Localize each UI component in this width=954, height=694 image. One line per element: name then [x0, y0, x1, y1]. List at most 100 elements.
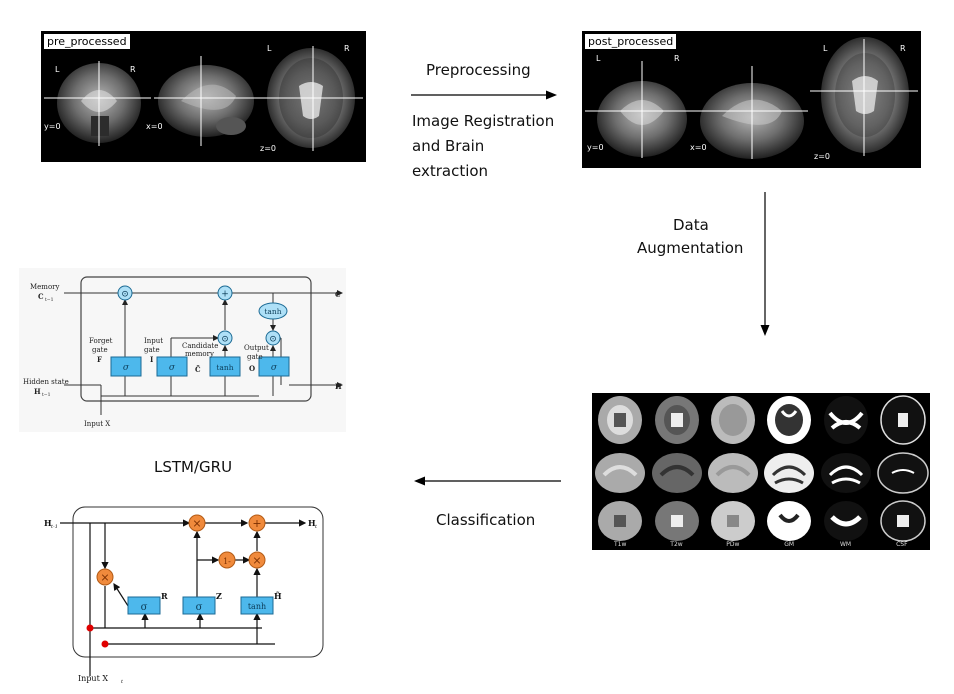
r-gate-label: R [161, 591, 168, 601]
post-l2-label: L [823, 44, 828, 53]
gru-h-output-label: H [308, 518, 316, 528]
hidden-state-label: Hidden state [23, 378, 69, 386]
atlas-column-label: WM [839, 541, 852, 548]
lstm-diagram: ⊙ + ⊙ ⊙ tanh σ σ tanh σ Memory C t−1 For… [19, 268, 346, 432]
memory-symbol: C [38, 292, 44, 301]
one-minus-symbol: 1- [223, 557, 231, 566]
tanh-label: tanh [264, 307, 281, 316]
input-symbol: I [150, 355, 153, 364]
junction-dot-icon [86, 624, 94, 632]
post-r2-label: R [900, 44, 906, 53]
update-gate-box [182, 596, 216, 615]
pre-processed-slices [44, 46, 363, 151]
sigma-label: σ [141, 602, 148, 613]
forget-symbol: F [97, 355, 102, 364]
odot-symbol: ⊙ [221, 335, 229, 345]
pre-z-label: z=0 [260, 144, 276, 153]
candidate-multiply-icon [248, 551, 266, 569]
input-gate-box [156, 356, 188, 377]
output-gate-label-1: Output [244, 344, 269, 352]
pre-y-label: y=0 [44, 122, 61, 131]
gru-cell-svg: × + × 1- × σ σ tanh H t-1 H t R Z H̃ Inp… [44, 506, 324, 685]
tanh-label: tanh [216, 363, 233, 372]
post-r-label: R [674, 54, 680, 63]
plus-symbol: + [221, 290, 229, 300]
model-label: LSTM/GRU [154, 458, 233, 476]
candidate-label-1: Candidate [182, 342, 218, 350]
pre-l-label: L [55, 65, 60, 74]
hidden-subscript: t−1 [42, 392, 51, 398]
preprocessing-label: Preprocessing [426, 61, 531, 79]
candidate-tanh-box [240, 596, 274, 615]
post-processed-slices [585, 37, 918, 159]
post-x-label: x=0 [690, 143, 707, 152]
tanh-ellipse [258, 302, 288, 320]
gru-input-subscript: t [121, 679, 124, 685]
post-processed-mri-panel: post_processed L R L R y=0 x=0 z=0 [582, 31, 921, 168]
z-gate-label: Z [216, 591, 222, 601]
memory-add-icon [217, 285, 233, 301]
lstm-cell-border [80, 276, 312, 402]
odot-symbol: ⊙ [121, 290, 129, 300]
output-multiply-icon [265, 330, 281, 346]
post-l-label: L [596, 54, 601, 63]
times-symbol: × [192, 517, 201, 530]
pre-processed-tag: pre_processed [44, 34, 130, 49]
augmentation-label-2: Augmentation [637, 239, 744, 257]
post-z-label: z=0 [814, 152, 830, 161]
forget-multiply-icon [117, 285, 133, 301]
sigma-label: σ [123, 363, 130, 373]
atlas-column-label: PDw [726, 541, 740, 548]
gru-cell-border [72, 506, 324, 658]
output-add-icon [248, 514, 266, 532]
pre-r2-label: R [344, 44, 350, 53]
gru-diagram: × + × 1- × σ σ tanh H t-1 H t R Z H̃ Inp… [40, 504, 330, 688]
sigma-label: σ [169, 363, 176, 373]
times-symbol: × [252, 554, 261, 567]
down-arrow-icon [760, 325, 770, 336]
sigma-label: σ [271, 363, 278, 373]
atlas-column-label: T2w [670, 541, 683, 548]
odot-symbol: ⊙ [269, 335, 277, 345]
pre-x-label: x=0 [146, 122, 163, 131]
output-gate-label-2: gate [247, 353, 263, 361]
forget-gate-box [110, 356, 142, 377]
augmentation-label-1: Data [673, 216, 709, 234]
lstm-input-label: Input X [84, 420, 110, 428]
h-tilde-label: H̃ [274, 591, 282, 601]
memory-subscript: t−1 [45, 297, 54, 303]
one-minus-icon [218, 551, 236, 569]
output-symbol: O [249, 364, 255, 373]
update-multiply-icon [188, 514, 206, 532]
junction-dot-icon [101, 640, 109, 648]
reset-gate-box [127, 596, 161, 615]
times-symbol: × [100, 571, 109, 584]
memory-label: Memory [30, 283, 60, 291]
input-gate-label-1: Input [144, 337, 163, 345]
post-processed-tag: post_processed [585, 34, 677, 49]
h-output-label: H [335, 382, 342, 391]
input-multiply-icon [217, 330, 233, 346]
lstm-cell-svg: ⊙ + ⊙ ⊙ tanh σ σ tanh σ Memory C t−1 For… [23, 276, 343, 428]
right-arrow-icon [546, 90, 557, 100]
gru-h-input-label: H [44, 518, 52, 528]
c-output-label: C [335, 290, 341, 299]
output-gate-box [258, 356, 290, 377]
hidden-symbol: H [34, 387, 41, 396]
input-gate-label-2: gate [144, 346, 160, 354]
tanh-label: tanh [248, 602, 266, 611]
plus-symbol: + [252, 517, 261, 530]
atlas-column-label: CSF [896, 541, 908, 548]
pre-r-label: R [130, 65, 136, 74]
candidate-tanh-box [209, 356, 241, 377]
classification-label: Classification [436, 511, 536, 529]
gru-h-output-subscript: t [315, 524, 318, 530]
candidate-symbol: C̃ [195, 365, 201, 374]
gru-input-label: Input X [78, 674, 108, 683]
forget-gate-label: gate [92, 346, 108, 354]
registration-label-1: Image Registration [412, 112, 555, 130]
forget-label: Forget [89, 337, 113, 345]
left-arrow-icon [414, 476, 425, 486]
pre-processed-mri-panel: pre_processed [41, 31, 366, 162]
